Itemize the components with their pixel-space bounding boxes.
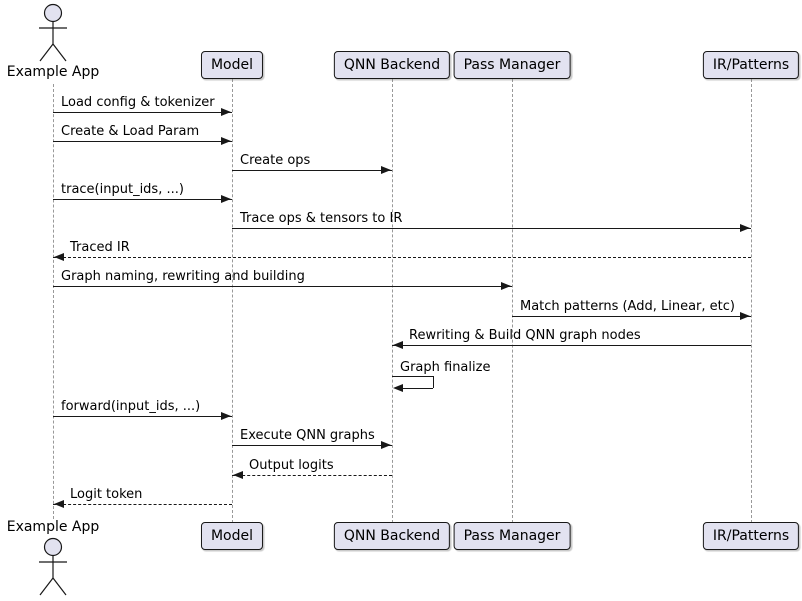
message-10-arrowhead xyxy=(393,384,403,392)
message-12-line xyxy=(232,445,392,446)
message-13-line xyxy=(232,475,392,476)
participant-ir-patterns-bottom: IR/Patterns xyxy=(702,522,800,550)
message-4-line xyxy=(53,199,232,200)
participant-pass-manager-bottom: Pass Manager xyxy=(453,522,571,550)
message-5-label: Trace ops & tensors to IR xyxy=(240,211,403,226)
message-10-line-right xyxy=(433,376,434,388)
participant-qnn-backend-bottom: QNN Backend xyxy=(333,522,451,550)
message-8-label: Match patterns (Add, Linear, etc) xyxy=(520,299,735,314)
message-13-arrowhead xyxy=(233,471,243,479)
message-12-arrowhead xyxy=(381,441,391,449)
participant-ir-patterns-top: IR/Patterns xyxy=(702,51,800,79)
message-9-label: Rewriting & Build QNN graph nodes xyxy=(409,328,641,343)
lifeline-qnn-backend xyxy=(392,79,393,523)
message-10-label: Graph finalize xyxy=(400,360,491,375)
message-1-arrowhead xyxy=(221,108,231,116)
message-14-label: Logit token xyxy=(70,487,143,502)
lifeline-model xyxy=(232,79,233,523)
message-5-arrowhead xyxy=(740,224,750,232)
actor-example-app-bottom-label: Example App xyxy=(6,519,100,535)
message-13-label: Output logits xyxy=(249,458,334,473)
message-1-label: Load config & tokenizer xyxy=(61,95,215,110)
participant-pass-manager-top: Pass Manager xyxy=(453,51,571,79)
message-6-label: Traced IR xyxy=(70,240,130,255)
message-6-line xyxy=(53,257,751,258)
message-4-label: trace(input_ids, ...) xyxy=(61,182,184,197)
message-7-arrowhead xyxy=(501,282,511,290)
message-10-line-top xyxy=(392,376,433,377)
participant-model-top: Model xyxy=(200,51,264,79)
message-3-arrowhead xyxy=(381,166,391,174)
message-4-arrowhead xyxy=(221,195,231,203)
message-14-line xyxy=(53,504,232,505)
message-11-label: forward(input_ids, ...) xyxy=(61,399,201,414)
message-8-line xyxy=(512,316,751,317)
message-7-label: Graph naming, rewriting and building xyxy=(61,269,305,284)
lifeline-example-app xyxy=(53,84,54,519)
message-2-label: Create & Load Param xyxy=(61,124,200,139)
message-11-line xyxy=(53,416,232,417)
lifeline-ir-patterns xyxy=(751,79,752,523)
message-1-line xyxy=(53,112,232,113)
message-11-arrowhead xyxy=(221,412,231,420)
message-5-line xyxy=(232,228,751,229)
participant-qnn-backend-top: QNN Backend xyxy=(333,51,451,79)
actor-example-app-top-label: Example App xyxy=(6,64,100,80)
message-2-arrowhead xyxy=(221,137,231,145)
message-14-arrowhead xyxy=(54,500,64,508)
message-9-arrowhead xyxy=(393,341,403,349)
actor-example-app-bottom-figure xyxy=(33,536,73,598)
message-12-label: Execute QNN graphs xyxy=(240,428,375,443)
message-6-arrowhead xyxy=(54,253,64,261)
message-2-line xyxy=(53,141,232,142)
participant-model-bottom: Model xyxy=(200,522,264,550)
message-9-line xyxy=(392,345,751,346)
actor-icon xyxy=(39,537,67,596)
message-8-arrowhead xyxy=(740,312,750,320)
actor-icon xyxy=(39,3,67,62)
actor-example-app-top-figure xyxy=(33,2,73,64)
message-10-line-bottom xyxy=(402,388,433,389)
lifeline-pass-manager xyxy=(512,79,513,523)
message-3-label: Create ops xyxy=(240,153,311,168)
message-3-line xyxy=(232,170,392,171)
message-7-line xyxy=(53,286,512,287)
